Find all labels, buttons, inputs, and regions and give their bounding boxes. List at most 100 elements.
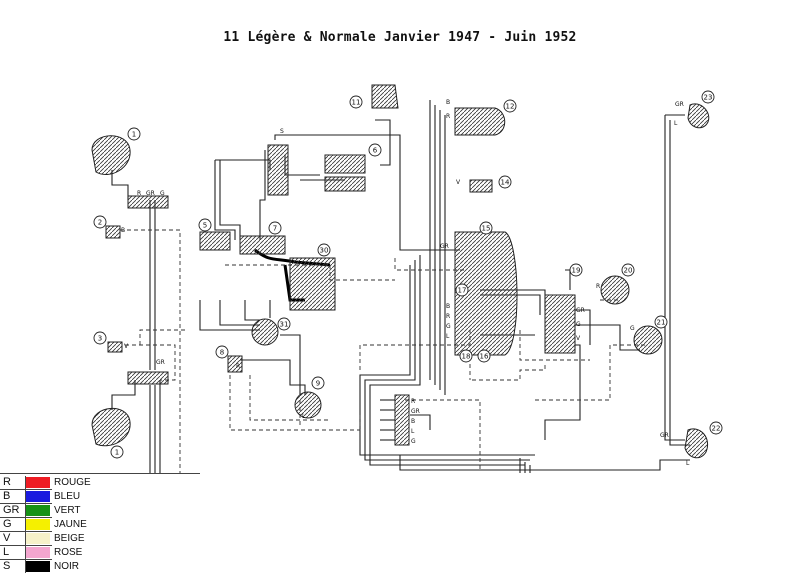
component-num: 9: [316, 380, 320, 388]
wire-label: B: [446, 303, 450, 310]
wire-label: V: [576, 335, 581, 342]
page-title: 11 Légère & Normale Janvier 1947 - Juin …: [223, 30, 577, 45]
component-label-18: 18: [459, 349, 473, 363]
component-num: 12: [506, 103, 515, 111]
wire-label: L: [302, 413, 306, 420]
wire-label: GR: [146, 190, 155, 197]
component-label-21: 21: [654, 315, 668, 329]
component-label-16: 16: [477, 349, 491, 363]
wire-label: R: [236, 363, 240, 370]
wire-label: GR: [675, 101, 684, 108]
component-num: 6: [373, 147, 378, 155]
component-num: 3: [98, 335, 102, 343]
component-label-17: 17: [455, 283, 469, 297]
color-legend: R ROUGE B BLEU GR VERT G JAUNE V BEIGE L…: [0, 473, 200, 573]
component-num: 5: [203, 222, 207, 230]
wire-label: B: [446, 99, 450, 106]
legend-code: B: [3, 490, 26, 503]
component-num: 16: [480, 353, 489, 361]
wire-label: R: [411, 398, 415, 405]
legend-row-noir: S NOIR: [0, 560, 200, 573]
legend-swatch-black: [26, 561, 50, 572]
component-label-8: 8: [215, 345, 229, 359]
legend-code: G: [3, 518, 26, 531]
legend-swatch-beige: [26, 533, 50, 544]
component-label-14: 14: [498, 175, 512, 189]
component-label-5: 5: [198, 218, 212, 232]
legend-name: BEIGE: [54, 533, 85, 544]
legend-row-jaune: G JAUNE: [0, 518, 200, 531]
component-label-6: 6: [368, 143, 382, 157]
wire-label: V: [456, 179, 461, 186]
component-num: 2: [98, 219, 102, 227]
legend-row-bleu: B BLEU: [0, 490, 200, 503]
wire-label: G: [411, 438, 416, 445]
legend-row-beige: V BEIGE: [0, 532, 200, 545]
wire-labels: GR R G B S V GR B R V GR B R G L GR G V …: [121, 99, 690, 467]
legend-row-vert: GR VERT: [0, 504, 200, 517]
wire-label: GR: [576, 307, 585, 314]
legend-swatch-green: [26, 505, 50, 516]
component-label-3: 3: [93, 331, 107, 345]
component-label-22: 22: [709, 421, 723, 435]
wire-label: G: [160, 190, 165, 197]
component-num: 8: [220, 349, 224, 357]
legend-divider: [0, 559, 52, 560]
component-label-23: 23: [701, 90, 715, 104]
wire-label: G: [446, 323, 451, 330]
legend-code: L: [3, 546, 26, 559]
wire-label: GR: [660, 432, 669, 439]
component-label-1b: 1: [110, 445, 124, 459]
wire-label: R: [137, 190, 141, 197]
component-num: 1: [132, 131, 136, 139]
component-num: 18: [462, 353, 471, 361]
wire-label: S: [280, 128, 284, 135]
component-label-31: 31: [277, 317, 291, 331]
legend-code: V: [3, 532, 26, 545]
legend-name: JAUNE: [54, 519, 87, 530]
component-num: 23: [704, 94, 713, 102]
legend-name: BLEU: [54, 491, 81, 502]
component-label-20: 20: [621, 263, 635, 277]
component-numbers: 1 1 2 3 5 6 7 8 9 11 12 14 15 16 17 18 1…: [93, 90, 723, 459]
wire-label: GR: [440, 243, 449, 250]
wire-label: V: [124, 343, 129, 350]
component-num: 20: [624, 267, 633, 275]
legend-code: GR: [3, 504, 26, 517]
component-num: 21: [657, 319, 666, 327]
legend-name: VERT: [54, 505, 81, 516]
legend-divider: [0, 545, 52, 546]
legend-divider: [0, 489, 52, 490]
component-label-9: 9: [311, 376, 325, 390]
component-num: 31: [280, 321, 289, 329]
wire-label: R: [596, 283, 600, 290]
legend-swatch-blue: [26, 491, 50, 502]
component-num: 1: [115, 449, 119, 457]
legend-row-rouge: R ROUGE: [0, 476, 200, 489]
legend-divider: [0, 531, 52, 532]
legend-swatch-pink: [26, 547, 50, 558]
legend-code: S: [3, 560, 26, 573]
component-num: 19: [572, 267, 581, 275]
wire-label: B: [121, 227, 125, 234]
wire-label: GR: [156, 359, 165, 366]
component-label-12: 12: [503, 99, 517, 113]
wire-label: R: [446, 113, 450, 120]
component-label-7: 7: [268, 221, 282, 235]
legend-divider: [0, 503, 52, 504]
wire-label: G: [630, 325, 635, 332]
component-num: 14: [501, 179, 510, 187]
component-label-11: 11: [349, 95, 363, 109]
legend-swatch-yellow: [26, 519, 50, 530]
component-num: 17: [458, 287, 467, 295]
component-label-2: 2: [93, 215, 107, 229]
component-label-30: 30: [317, 243, 331, 257]
wiring-diagram: 1 1 2 3 5 6 7 8 9 11 12 14 15 16 17 18 1…: [91, 84, 723, 473]
component-num: 7: [273, 225, 277, 233]
wire-label: L: [674, 120, 678, 127]
component-label-1a: 1: [127, 127, 141, 141]
legend-name: ROSE: [54, 547, 83, 558]
component-num: 11: [352, 99, 361, 107]
legend-code: R: [3, 476, 26, 489]
wire-label: L: [446, 333, 450, 340]
